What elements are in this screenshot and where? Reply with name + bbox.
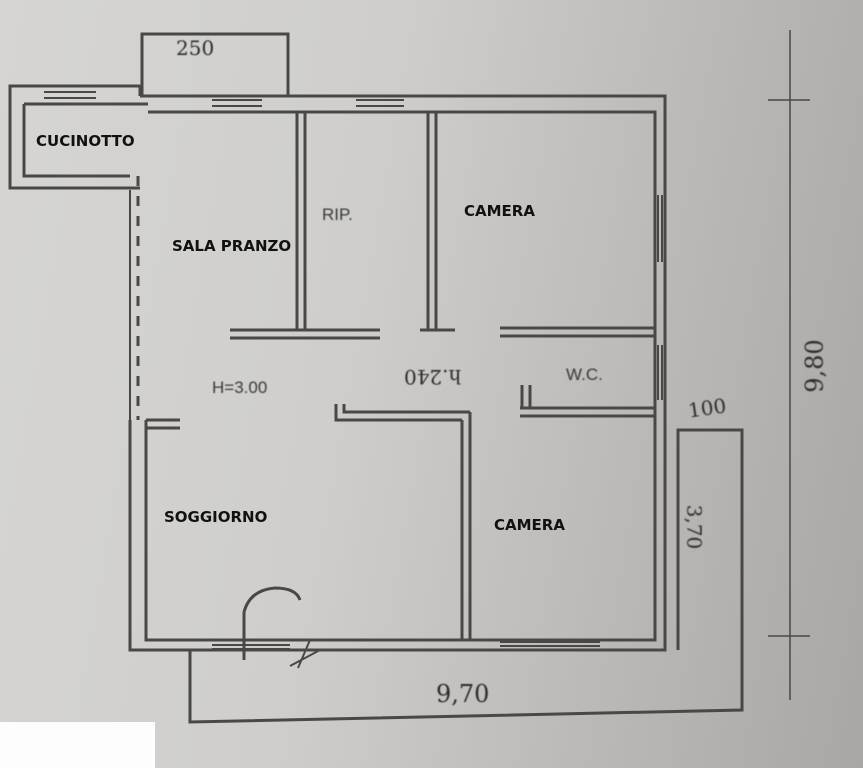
total-depth-dimension: 9,80 bbox=[800, 339, 829, 393]
room-label-sala-pranzo: SALA PRANZO bbox=[172, 237, 292, 255]
ceiling-height-label: H=3.00 bbox=[212, 378, 268, 397]
redacted-area bbox=[0, 722, 155, 768]
room-label-soggiorno: SOGGIORNO bbox=[164, 508, 268, 526]
room-label-ripostiglio: RIP. bbox=[322, 205, 353, 224]
door-swing bbox=[242, 586, 302, 660]
ceiling-height-2-label: h.240 bbox=[404, 365, 462, 389]
room-label-camera-1: CAMERA bbox=[464, 202, 535, 220]
terrace-wall bbox=[188, 428, 744, 724]
room-label-camera-2: CAMERA bbox=[494, 516, 565, 534]
total-width-dimension: 9,70 bbox=[436, 680, 490, 708]
cucinotto-wall bbox=[8, 84, 142, 190]
balcony-dimension: 250 bbox=[176, 36, 215, 60]
balcony bbox=[140, 32, 290, 98]
outer-wall bbox=[128, 94, 667, 652]
room-label-wc: W.C. bbox=[566, 365, 603, 384]
room-label-cucinotto: CUCINOTTO bbox=[36, 132, 135, 150]
terrace-length-dimension: 3,70 bbox=[682, 504, 707, 550]
